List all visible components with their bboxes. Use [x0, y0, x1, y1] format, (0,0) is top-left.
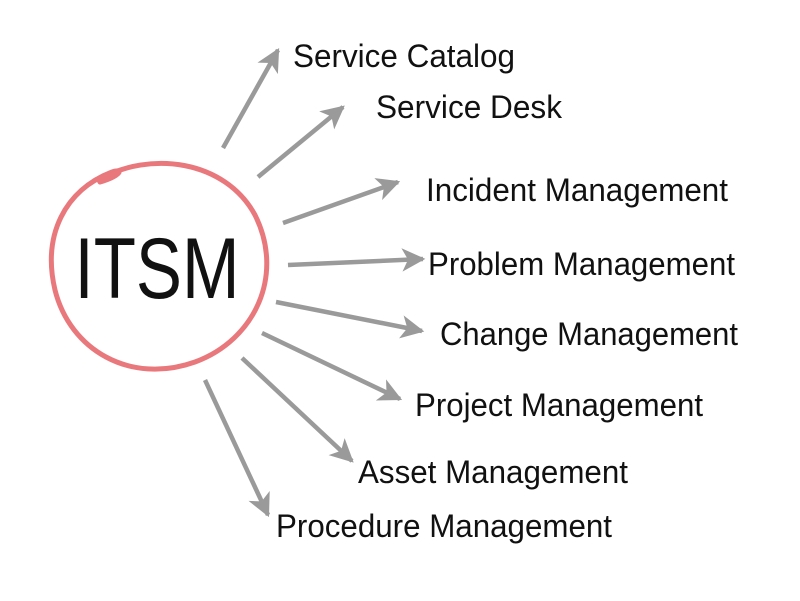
- hub-title: ITSM: [75, 221, 240, 317]
- label-incident-management: Incident Management: [426, 172, 728, 208]
- arrow-incident-management: [282, 178, 401, 226]
- arrow-project-management: [261, 330, 403, 402]
- label-procedure-management: Procedure Management: [276, 508, 612, 544]
- spoke-labels: Service Catalog Service Desk Incident Ma…: [276, 38, 738, 544]
- arrows: [202, 47, 426, 518]
- arrow-service-catalog: [221, 47, 280, 150]
- hub-ring: [49, 161, 270, 372]
- arrow-procedure-management: [202, 379, 271, 518]
- arrow-service-desk: [256, 105, 345, 179]
- label-project-management: Project Management: [415, 387, 703, 423]
- arrow-asset-management: [240, 356, 354, 463]
- arrow-problem-management: [287, 248, 426, 272]
- label-problem-management: Problem Management: [428, 246, 735, 282]
- label-service-desk: Service Desk: [376, 89, 563, 125]
- arrow-change-management: [275, 299, 425, 339]
- hub: ITSM: [49, 161, 270, 372]
- label-asset-management: Asset Management: [358, 454, 628, 490]
- label-service-catalog: Service Catalog: [293, 38, 515, 74]
- label-change-management: Change Management: [440, 316, 738, 352]
